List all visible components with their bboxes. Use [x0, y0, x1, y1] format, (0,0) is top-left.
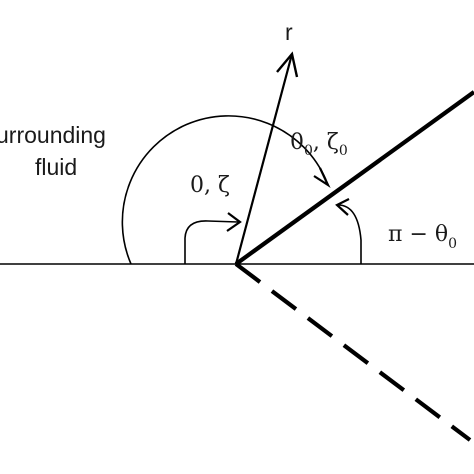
outer-angle-arrowhead	[313, 167, 331, 188]
r-axis-line	[234, 53, 294, 265]
complement-angle-arc	[337, 204, 362, 264]
outer-angle-sep: ,	[313, 130, 327, 155]
inner-angle-arrowhead	[226, 212, 242, 232]
complement-angle-sub: 0	[448, 236, 457, 252]
outer-angle-zeta: ζ	[327, 130, 339, 155]
surrounding-label-line1: urrounding	[0, 122, 106, 148]
r-axis-label: r	[285, 19, 293, 45]
complement-angle-arrowhead	[335, 198, 350, 216]
particle-axis-solid	[234, 90, 474, 266]
inner-angle-label: 0, ζ	[190, 173, 230, 198]
outer-angle-label: 00, ζ0	[290, 130, 348, 159]
surrounding-label-line2: fluid	[35, 154, 77, 180]
outer-angle-arc	[121, 115, 327, 265]
outer-angle-zeta-sub: 0	[339, 143, 348, 159]
complement-angle-label: π − θ0	[388, 222, 457, 252]
particle-axis-dashed	[234, 262, 472, 442]
r-axis-arrowhead	[276, 51, 299, 78]
outer-angle-theta-sub: 0	[304, 143, 313, 159]
inner-angle-arc	[184, 220, 239, 264]
outer-angle-theta: 0	[290, 130, 304, 155]
complement-angle-main: π − θ	[388, 222, 448, 247]
